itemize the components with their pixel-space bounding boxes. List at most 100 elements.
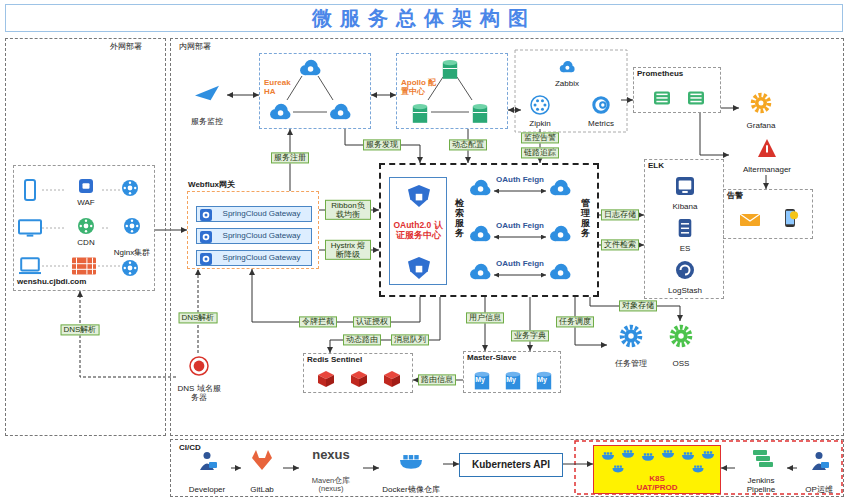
gearsq-icon-part (203, 212, 210, 219)
node-heading: Webflux网关 (188, 180, 235, 189)
edge-label: 业务字典 (511, 330, 549, 341)
cloud-icon-part (478, 270, 484, 276)
cloud-icon-part (308, 66, 314, 72)
client-links (42, 190, 122, 266)
connectors (80, 95, 797, 468)
wall-icon-part (86, 258, 87, 275)
feign-arrow (494, 191, 546, 192)
group-box: ELKKibanaESLogStash (644, 159, 724, 299)
cluster-box: Eureak HA (259, 53, 371, 129)
whale-icon-part (704, 451, 706, 453)
db-icon-part (443, 60, 457, 65)
net-icon-part (128, 266, 133, 271)
connector (530, 297, 531, 351)
env-icon (740, 214, 760, 226)
whale-icon-part (403, 455, 407, 459)
ls-icon-part (681, 266, 690, 275)
whale-icon-part (614, 466, 616, 468)
gear-icon-part (753, 95, 769, 111)
node-label: Maven仓库 (nexus) (300, 477, 362, 494)
group-box: 告警 (723, 189, 813, 239)
cluster-box: Apollo 配置中心 (396, 53, 508, 129)
node-heading: 外网部署 (110, 42, 142, 51)
client-link (98, 266, 122, 267)
client-box: wenshu.cjbdi.comWAFCDNNginx集群 (13, 165, 155, 291)
jenk-icon (753, 450, 773, 467)
whale-icon-part (667, 450, 669, 452)
net-icon-part (134, 267, 136, 269)
jenk-icon-part (753, 450, 767, 455)
dev-icon-part (25, 180, 35, 200)
gearsq-icon (200, 231, 212, 243)
gateway-box: SpringCloud Gateway (196, 206, 312, 222)
edge-label: 监控告警 (521, 132, 559, 143)
whale-icon-part (610, 452, 612, 454)
node-label: OAuth2.0 认证服务中心 (391, 221, 445, 241)
doc-icon-part (679, 219, 692, 237)
node-label: Nginx集群 (114, 248, 150, 257)
icon-node: 任务管理 (607, 321, 655, 369)
icon-node: Zabbix (549, 57, 585, 89)
node-label: GitLab (250, 485, 274, 494)
dots-icon-part (531, 96, 549, 114)
connector (787, 468, 797, 469)
whale-icon-part (624, 450, 626, 452)
node-heading: 告警 (727, 191, 743, 200)
whale-icon-part (642, 456, 654, 461)
phone-icon-part (790, 211, 798, 219)
net-icon-part (85, 220, 87, 222)
edge-label: Ribbon负载均衡 (325, 200, 371, 220)
edge-label: 对象存储 (619, 300, 657, 311)
node-label: Zabbix (555, 79, 579, 88)
gearsq-icon-part (205, 214, 208, 217)
net-icon-part (80, 225, 82, 227)
net-icon-part (122, 260, 138, 276)
person-icon-part (821, 462, 829, 468)
pbox-icon (688, 92, 704, 105)
whale-icon (662, 450, 674, 458)
connector (363, 468, 379, 469)
person-icon (200, 452, 217, 470)
whale-icon-part (607, 452, 609, 454)
wall-icon-part (92, 258, 93, 275)
connector (721, 108, 739, 109)
ring-icon-part (600, 102, 605, 107)
icon-node: Metrics (581, 93, 621, 129)
ls-icon (676, 261, 694, 279)
whale-icon-part (613, 468, 624, 472)
cube-icon (384, 371, 400, 387)
phone-icon (785, 209, 798, 227)
sq-icon (79, 179, 93, 193)
ring-icon (594, 98, 608, 112)
connector (563, 464, 593, 465)
net-icon-part (85, 230, 87, 232)
whale-icon-part (622, 453, 634, 458)
whale-icon-part (617, 466, 619, 468)
whale-icon-part (684, 452, 686, 454)
fox-icon (252, 450, 272, 470)
gear-icon (622, 327, 640, 345)
icon-node: Nginx集群 (110, 214, 154, 258)
shield-icon-part (416, 194, 423, 201)
node-label: Jenkins Pipeline (736, 476, 786, 494)
cloud-icon (270, 104, 290, 119)
net-icon-part (128, 186, 133, 191)
icon-node: LogStash (657, 258, 713, 296)
node-label: Developer (189, 485, 225, 494)
cluster-link (293, 112, 327, 113)
lap-icon-part (21, 258, 39, 270)
connector (345, 129, 420, 163)
whale-icon-part (409, 455, 413, 459)
node-label: SpringCloud Gateway (223, 209, 301, 218)
pbox-icon-part (688, 92, 704, 105)
node-label: 任务管理 (615, 359, 647, 368)
cloud-icon-part (558, 232, 564, 238)
cube-icon-part (384, 375, 392, 387)
monitor-group (515, 50, 627, 132)
whale-icon (602, 452, 614, 460)
cloud-icon (560, 61, 575, 72)
node-label: Kibana (673, 202, 698, 211)
cube-icon-part (351, 375, 359, 387)
jenk-icon-part (759, 462, 773, 467)
